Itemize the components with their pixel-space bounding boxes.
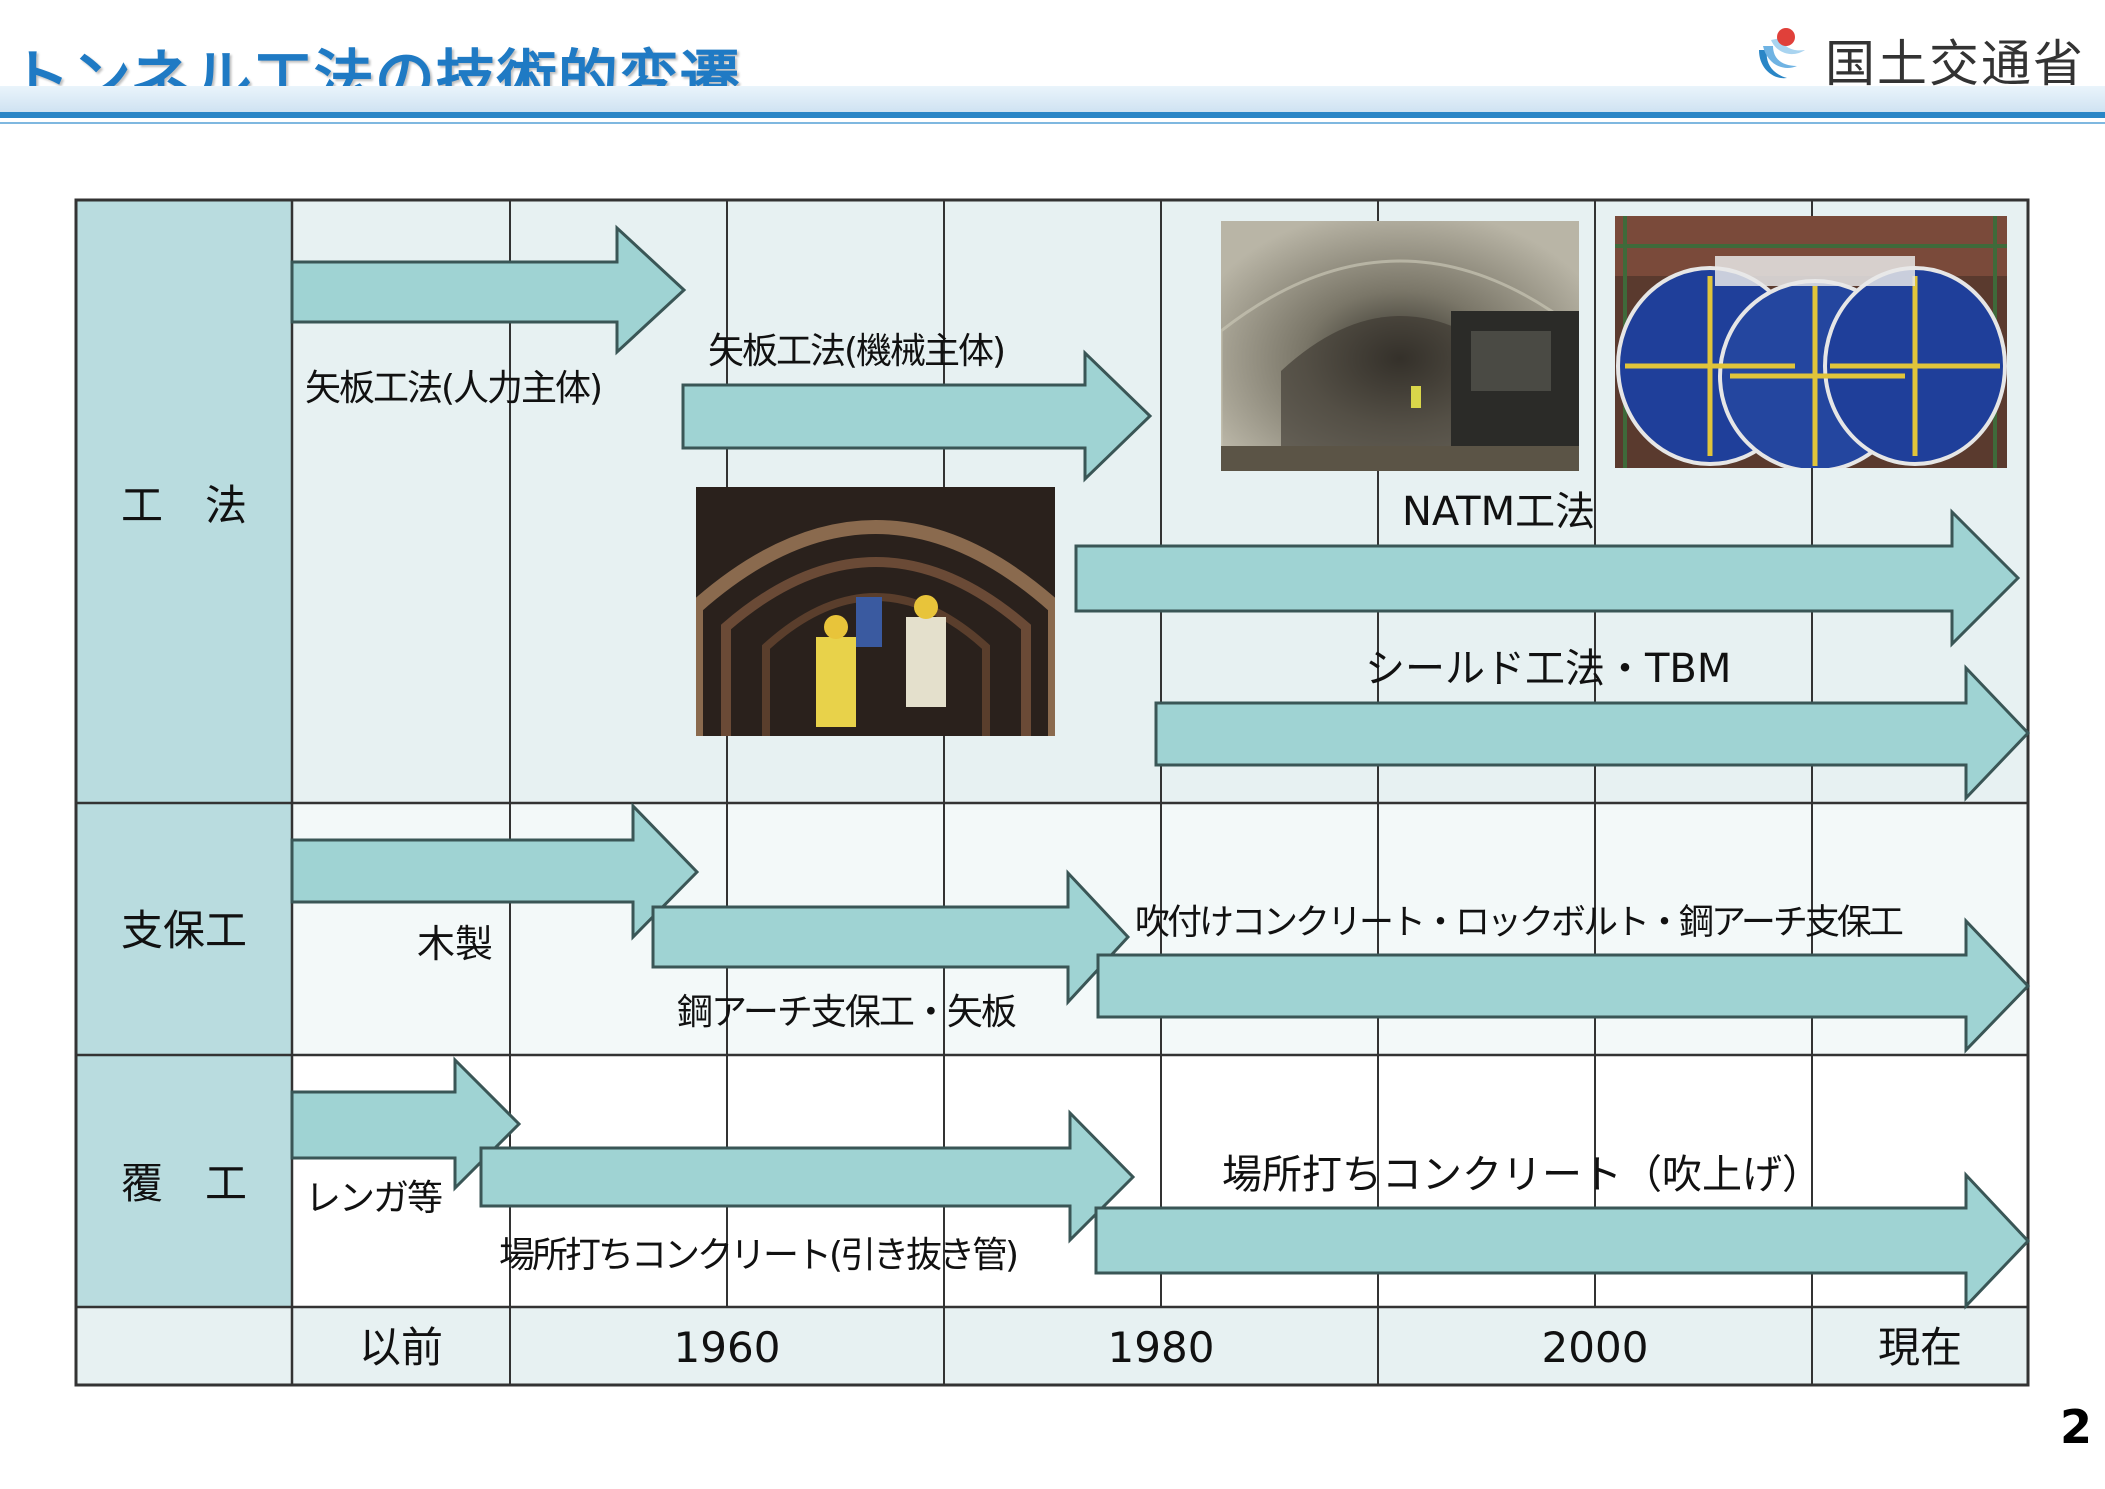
arrow-natm [1074, 508, 2021, 648]
shield-machine-photo [1615, 216, 2007, 468]
label-natm: NATM工法 [1402, 489, 1595, 535]
mlit-logo: 国土交通省 [1753, 16, 2093, 93]
tunnel-excavation-photo [1221, 221, 1579, 471]
arrow-shotcrete [1096, 917, 2031, 1054]
timeline-label-now: 現在 [1878, 1323, 1962, 1372]
timeline-label-2000: 2000 [1542, 1323, 1649, 1372]
row-label-method: 工 法 [121, 481, 247, 530]
row-label-support: 支保工 [121, 906, 247, 955]
title-underline [0, 112, 2105, 118]
timeline-header-cell [76, 1307, 292, 1385]
row-header-column [76, 200, 292, 1307]
title-band [0, 86, 2105, 112]
label-yaita-manual: 矢板工法(人力主体) [305, 368, 601, 409]
page-number: 2 [2060, 1400, 2093, 1454]
arrow-cast-blow [1094, 1171, 2031, 1310]
arrow-wood [290, 802, 700, 941]
label-yaita-machine: 矢板工法(機械主体) [708, 331, 1004, 372]
timeline-label-before: 以前 [359, 1323, 443, 1372]
tunnel-excavation-image [1221, 221, 1579, 471]
workers-steel-arch-photo [696, 487, 1055, 736]
label-cast-pipe: 場所打ちコンクリート(引き抜き管) [499, 1235, 1016, 1276]
timeline-label-1960: 1960 [674, 1323, 781, 1372]
workers-steel-arch-image [696, 487, 1055, 736]
timeline-row-bg [292, 1307, 2028, 1385]
label-brick: レンガ等 [305, 1178, 442, 1219]
mlit-emblem-icon [1757, 24, 1811, 79]
label-steel-arch: 鋼アーチ支保工・矢板 [677, 992, 1016, 1033]
row-label-lining: 覆 工 [121, 1159, 247, 1208]
arrow-yaita-manual [290, 224, 687, 356]
label-wood: 木製 [417, 922, 493, 966]
label-shotcrete: 吹付けコンクリート・ロックボルト・鋼アーチ支保工 [1135, 903, 1903, 943]
arrow-shield [1154, 664, 2031, 802]
table-border [74, 198, 2030, 1387]
logo-text: 国土交通省 [1825, 35, 2085, 93]
shield-machine-image [1615, 216, 2007, 468]
label-shield: シールド工法・TBM [1365, 646, 1731, 692]
label-cast-blow: 場所打ちコンクリート（吹上げ） [1222, 1152, 1822, 1198]
timeline-label-1980: 1980 [1108, 1323, 1215, 1372]
arrow-yaita-machine [681, 349, 1153, 483]
title-underline-thin [0, 122, 2105, 124]
